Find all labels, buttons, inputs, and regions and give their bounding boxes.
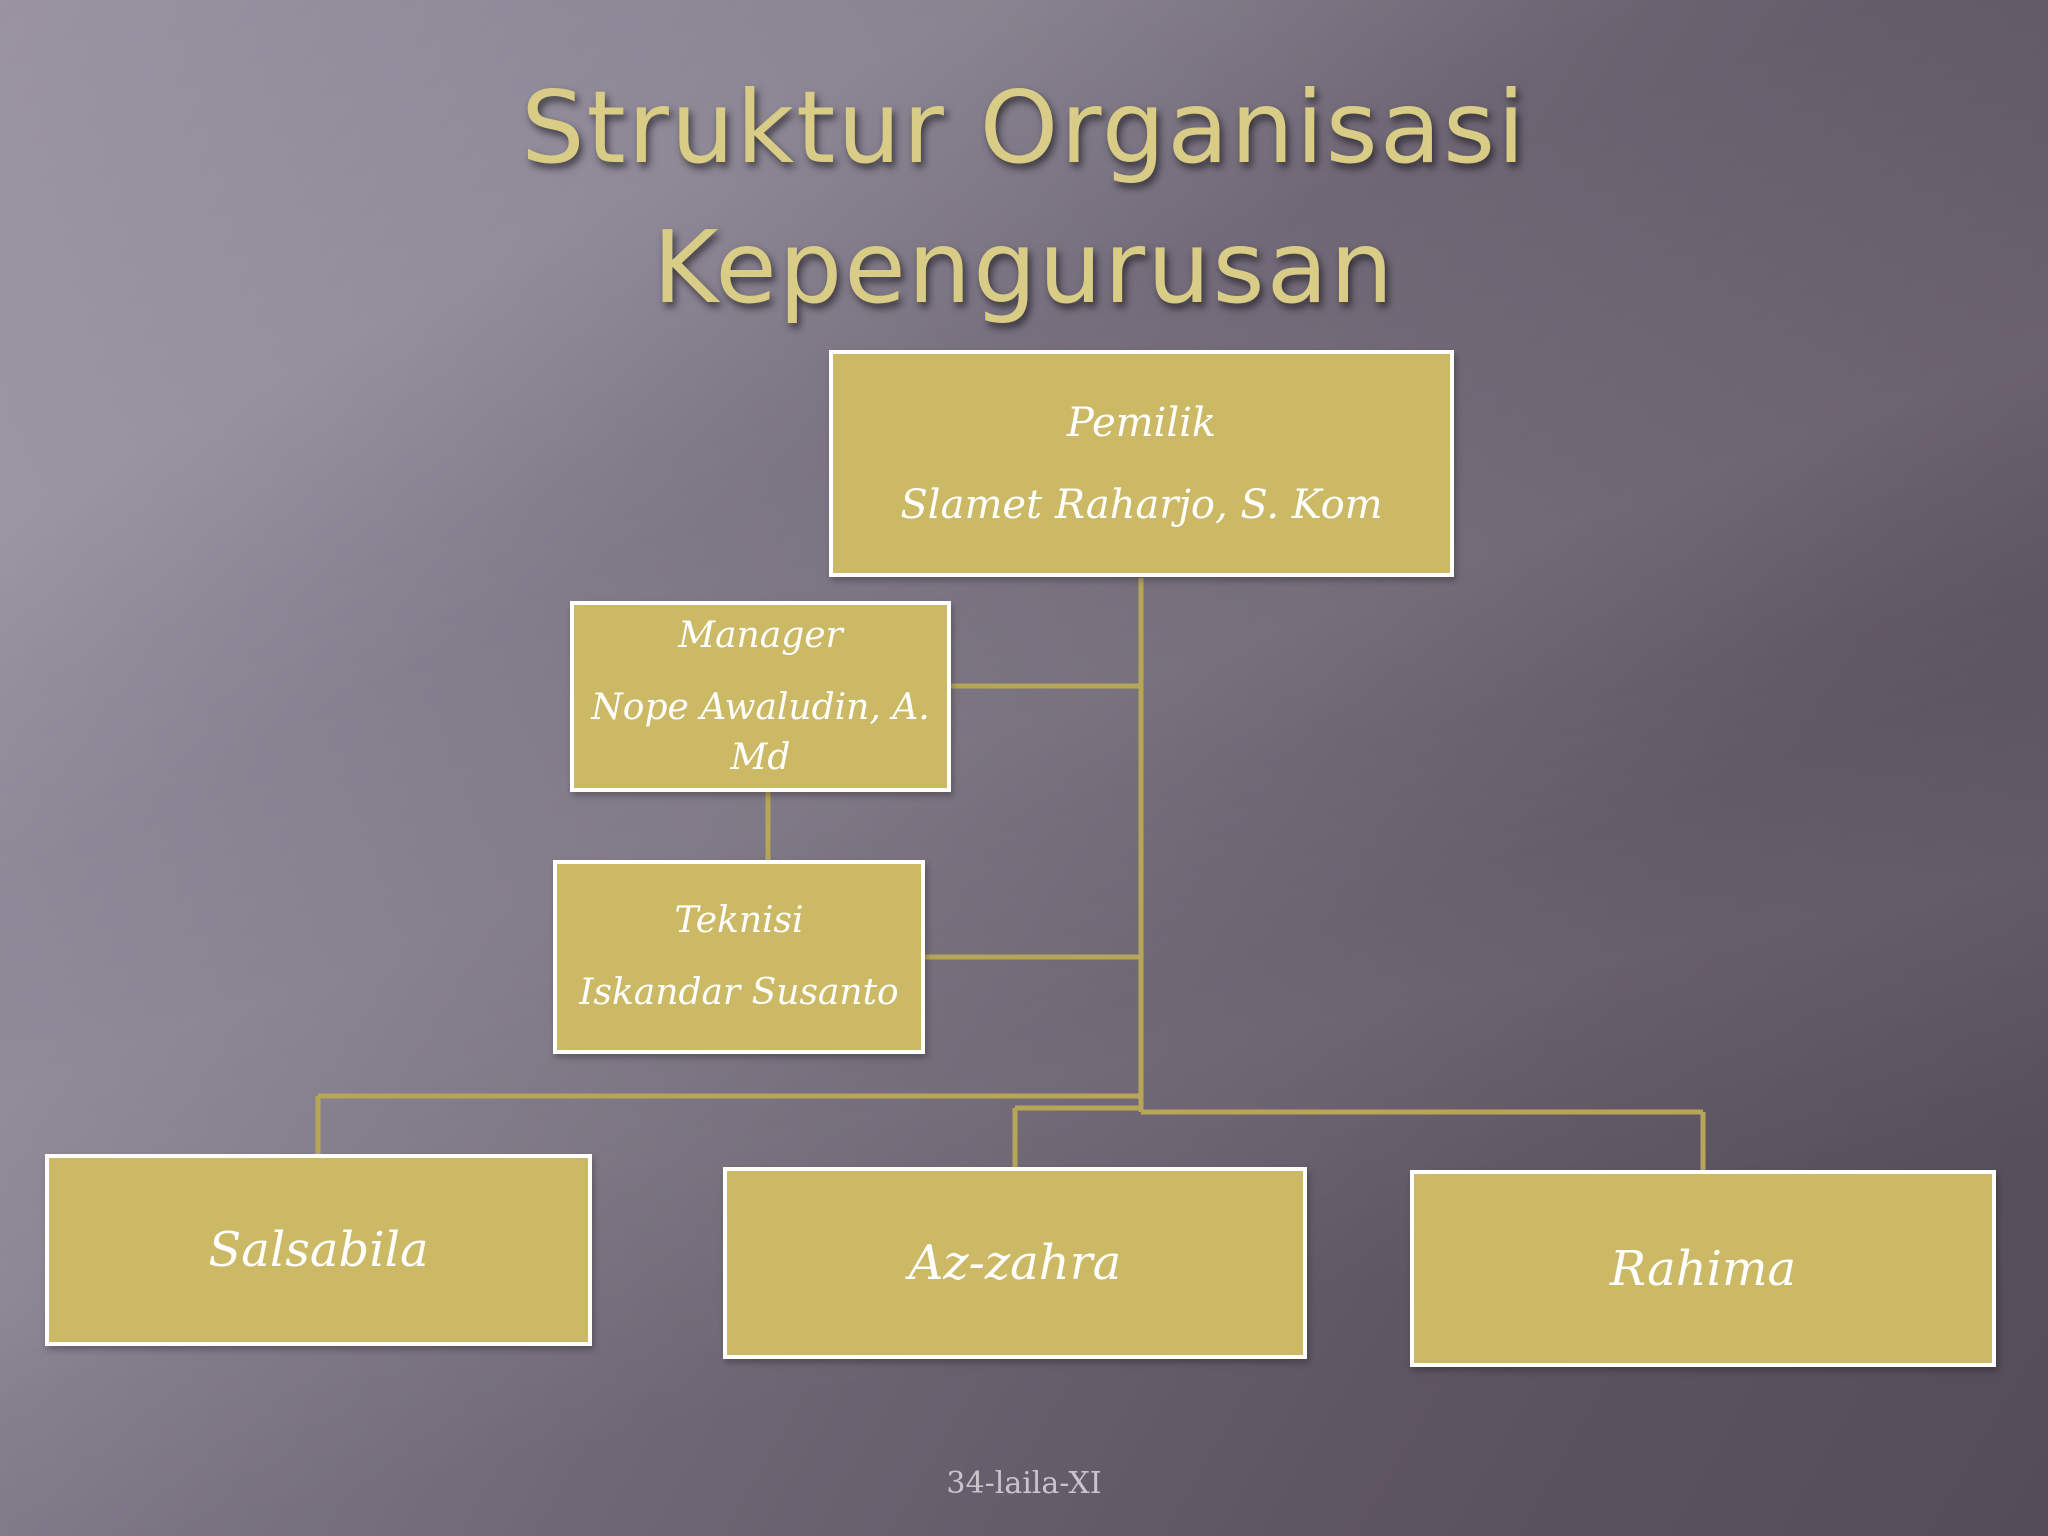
- staff-box-rahima: Rahima: [1410, 1170, 1996, 1367]
- owner-role: Pemilik: [1066, 399, 1217, 446]
- manager-role: Manager: [678, 614, 843, 656]
- technician-role: Teknisi: [674, 900, 804, 941]
- owner-box: Pemilik Slamet Raharjo, S. Kom: [829, 350, 1454, 577]
- technician-name: Iskandar Susanto: [579, 972, 899, 1013]
- staff-box-azzahra: Az-zahra: [723, 1167, 1307, 1359]
- staff-box-salsabila: Salsabila: [45, 1154, 592, 1346]
- title-line-1: Struktur Organisasi: [521, 69, 1527, 186]
- owner-name: Slamet Raharjo, S. Kom: [900, 481, 1383, 528]
- title-line-2: Kepengurusan: [652, 209, 1396, 326]
- staff-name-azzahra: Az-zahra: [908, 1235, 1122, 1291]
- technician-box: Teknisi Iskandar Susanto: [553, 860, 925, 1054]
- manager-name: Nope Awaludin, A. Md: [591, 686, 930, 778]
- staff-name-salsabila: Salsabila: [208, 1222, 429, 1278]
- manager-box: Manager Nope Awaludin, A. Md: [570, 601, 951, 792]
- staff-name-rahima: Rahima: [1609, 1240, 1797, 1297]
- slide-footer: 34-laila-XI: [946, 1466, 1102, 1501]
- slide-title: Struktur Organisasi Kepengurusan: [0, 58, 2048, 338]
